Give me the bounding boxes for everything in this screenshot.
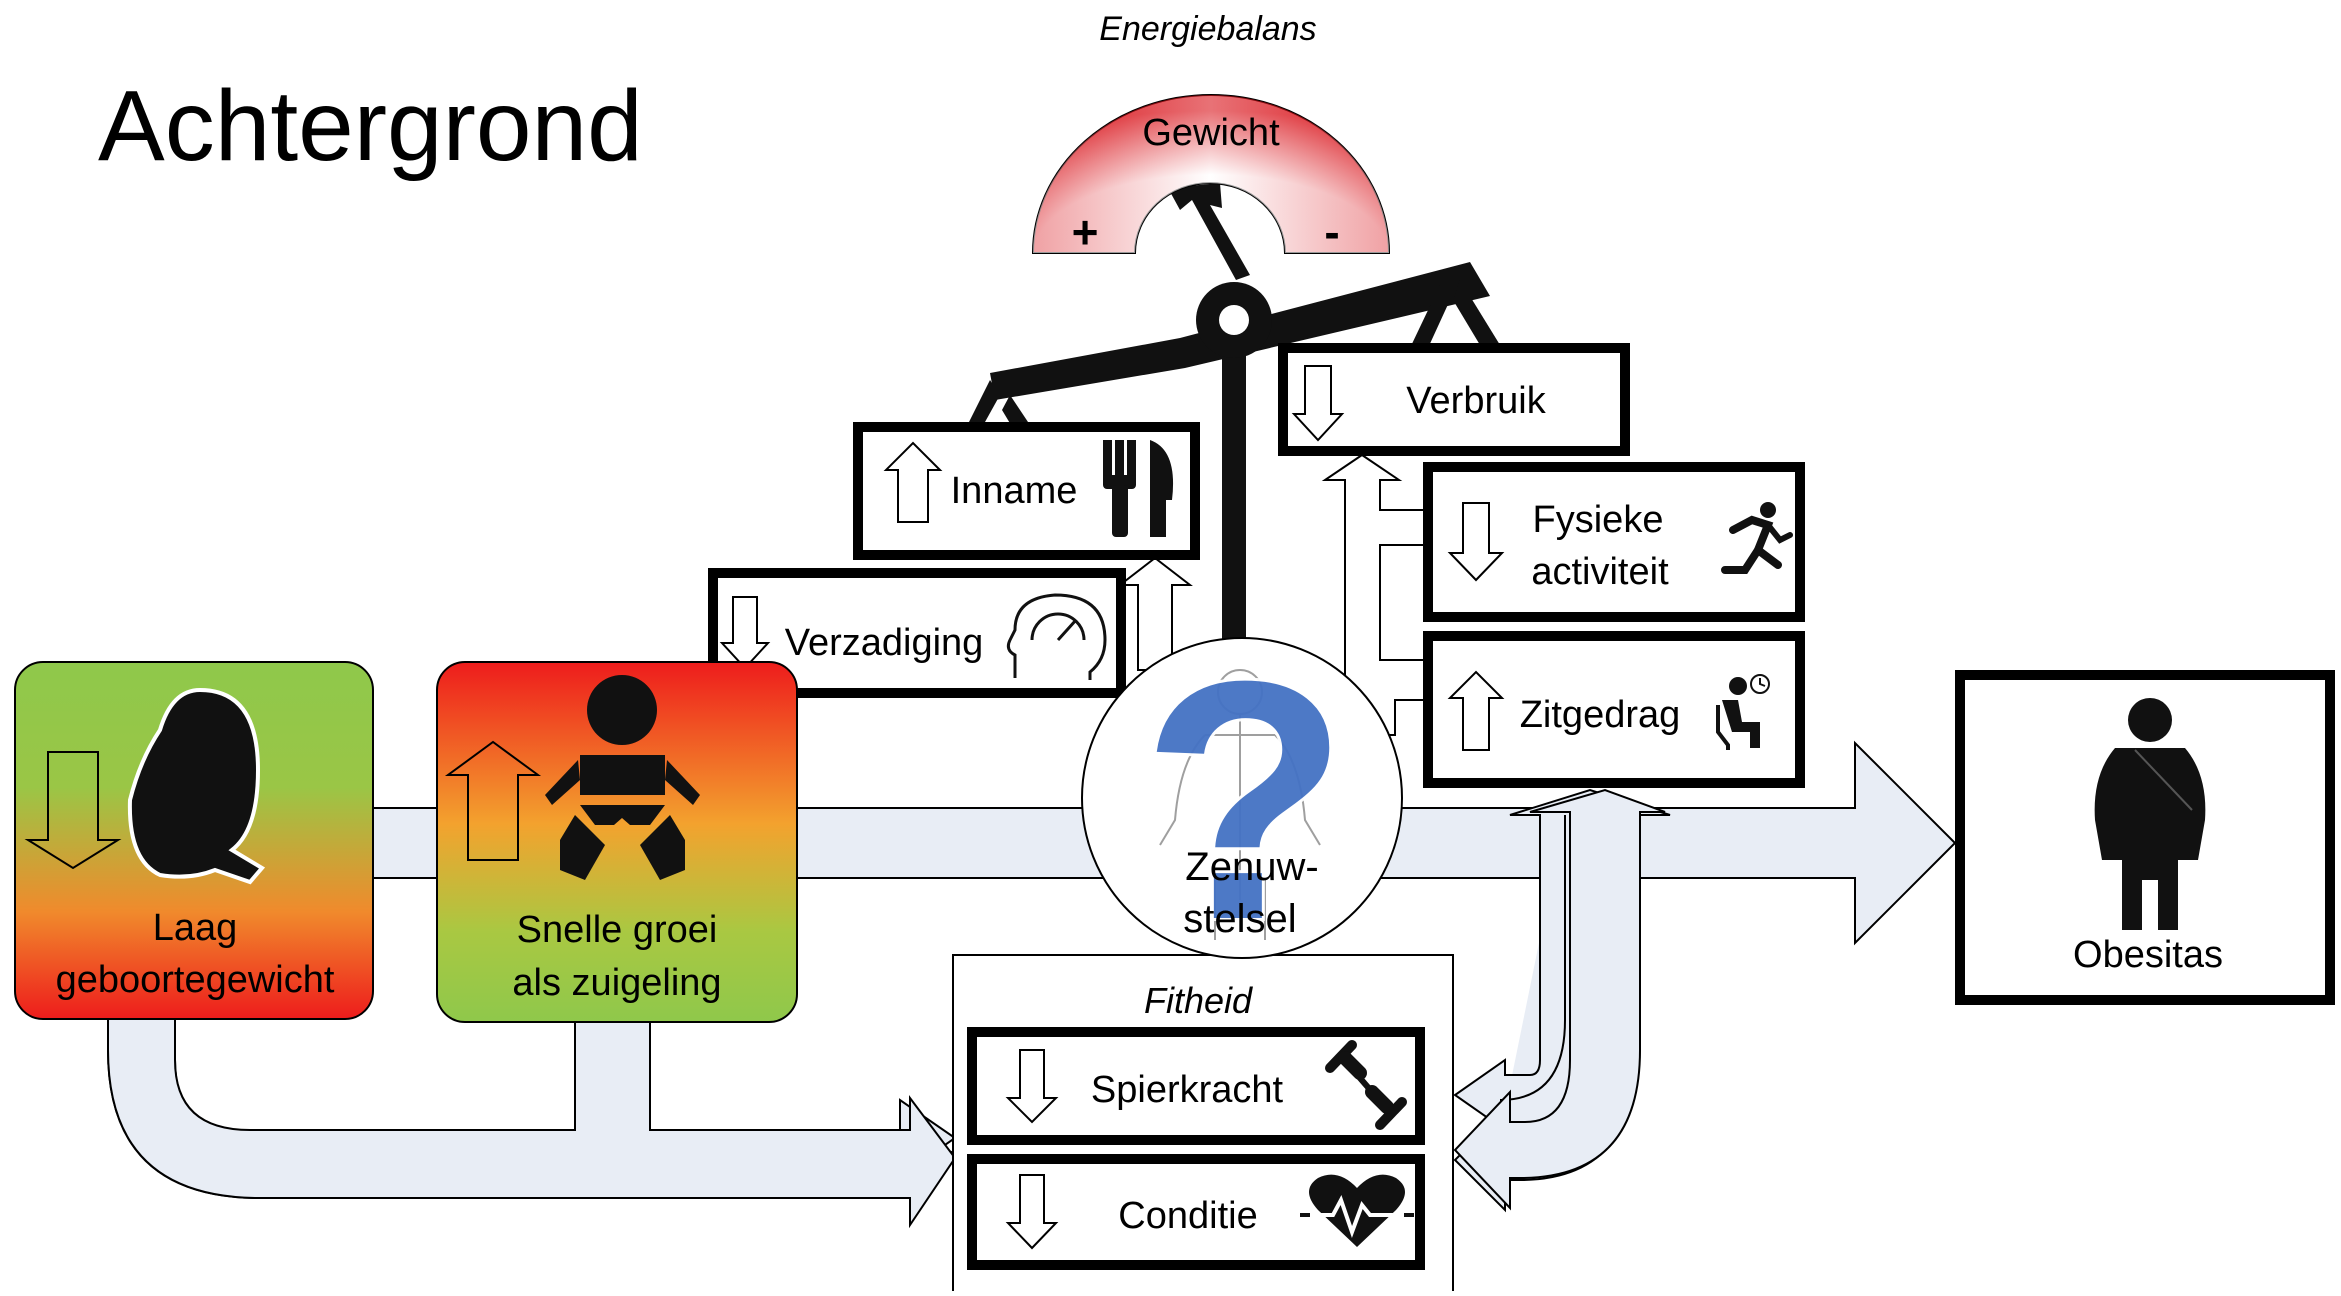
gauge-plus: + <box>1072 206 1099 258</box>
balance-scale <box>960 183 1500 645</box>
laag-label-line2: geboortegewicht <box>56 959 335 1001</box>
fetus-icon <box>127 687 266 885</box>
box-obesitas <box>1955 670 2335 1005</box>
fork-knife-icon <box>1103 440 1174 537</box>
down-arrow-icon <box>1005 1174 1059 1250</box>
energiebalans-heading: Energiebalans <box>1099 10 1316 48</box>
zenuwstelsel-line2: stelsel <box>1183 897 1296 941</box>
box-spierkracht <box>967 1027 1425 1145</box>
zitgedrag-label: Zitgedrag <box>1520 694 1681 736</box>
conditie-label: Conditie <box>1118 1195 1257 1237</box>
fysieke-label-line1: Fysieke <box>1533 499 1664 541</box>
down-arrow-icon <box>719 596 771 670</box>
up-arrow-icon <box>444 740 542 861</box>
box-laag-geboortegewicht <box>14 661 374 1020</box>
baby-icon <box>545 675 700 880</box>
gauge-minus: - <box>1324 206 1339 258</box>
down-arrow-icon <box>1447 502 1505 582</box>
down-arrow-icon <box>1005 1049 1059 1124</box>
question-mark: ? <box>1141 611 1349 991</box>
box-fysieke-activiteit <box>1423 462 1805 622</box>
down-arrow-icon <box>1291 365 1345 442</box>
gauge <box>1031 94 1391 254</box>
verbruik-label: Verbruik <box>1406 380 1546 422</box>
right-loop-overlay <box>1453 788 1666 1211</box>
laag-label-line1: Laag <box>153 907 238 949</box>
box-verbruik <box>1278 343 1630 456</box>
sitting-clock-icon <box>1716 674 1770 750</box>
zenuwstelsel-line1: Zenuw- <box>1185 845 1318 889</box>
nervous-system-icon <box>1159 669 1321 940</box>
down-arrow-icon <box>24 751 122 870</box>
fitheid-heading: Fitheid <box>1144 980 1253 1021</box>
labels: Achtergrond Energiebalans Gewicht + - In… <box>56 10 2223 1237</box>
box-inname <box>853 422 1200 560</box>
heartbeat-icon <box>1300 1174 1414 1247</box>
box-zitgedrag <box>1423 631 1805 788</box>
spierkracht-label: Spierkracht <box>1091 1069 1284 1111</box>
up-arrow-icon <box>883 441 943 523</box>
box-conditie <box>967 1154 1425 1270</box>
inname-label: Inname <box>951 470 1078 512</box>
obesitas-label: Obesitas <box>2073 934 2223 976</box>
bottom-flow-overlay <box>107 1009 957 1229</box>
gauge-label: Gewicht <box>1142 112 1280 154</box>
snelle-label-line2: als zuigeling <box>512 962 721 1004</box>
dumbbell-icon <box>1325 1040 1407 1130</box>
obese-person-icon <box>2094 698 2206 930</box>
snelle-label-line1: Snelle groei <box>517 909 718 951</box>
running-person-icon <box>1721 502 1793 574</box>
box-snelle-groei <box>436 661 798 1023</box>
page-title: Achtergrond <box>98 70 643 182</box>
nervous-system-circle: ? <box>1081 608 1403 994</box>
fysieke-label-line2: activiteit <box>1531 551 1669 593</box>
satiety-gauge-head-icon <box>1006 593 1107 680</box>
up-arrow-icon <box>1447 670 1505 751</box>
verzadiging-label: Verzadiging <box>785 622 984 664</box>
